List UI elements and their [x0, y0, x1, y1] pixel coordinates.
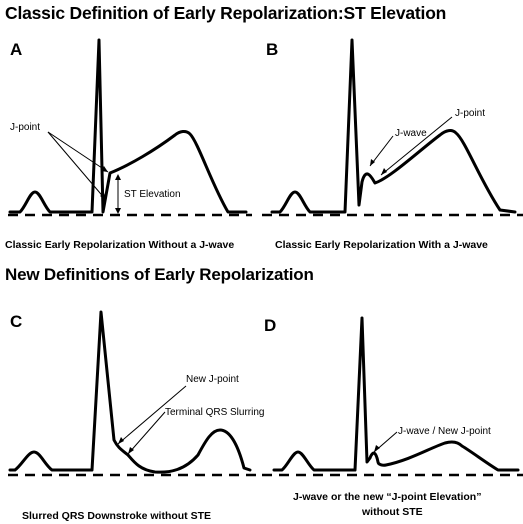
new-jpoint-arrowhead-c	[118, 437, 124, 444]
caption-a: Classic Early Repolarization Without a J…	[5, 239, 235, 251]
slurring-arrowhead-c	[128, 447, 134, 454]
panel-d-letter: D	[264, 316, 277, 335]
st-arrowhead-top	[115, 174, 121, 180]
jpoint-arrow-b	[380, 116, 453, 176]
ecg-trace-a	[8, 38, 248, 214]
jpoint-label-b: J-point	[455, 108, 485, 119]
new-definitions-heading: New Definitions of Early Repolarization	[5, 265, 314, 284]
jwave-arrow-b	[369, 135, 394, 167]
ecg-trace-b	[270, 38, 517, 214]
slurring-arrow-c	[127, 411, 166, 455]
slurring-label-c: Terminal QRS Slurring	[165, 407, 264, 418]
ecg-trace-c	[8, 310, 252, 474]
jwave-label-b: J-wave	[395, 128, 427, 139]
jwave-arrowhead-b	[370, 159, 375, 166]
jwave-label-d: J-wave / New J-point	[398, 426, 491, 437]
panel-b-letter: B	[266, 40, 279, 59]
st-elevation-label: ST Elevation	[124, 189, 181, 200]
caption-b: Classic Early Repolarization With a J-wa…	[275, 239, 488, 251]
jpoint-arrow-a	[47, 131, 109, 173]
jpoint-arrowhead-b	[381, 168, 387, 175]
panel-c-letter: C	[10, 312, 23, 331]
new-jpoint-label-c: New J-point	[186, 374, 239, 385]
caption-c: Slurred QRS Downstroke without STE	[22, 510, 212, 522]
jpoint-label-a: J-point	[10, 122, 40, 133]
jpoint-arrowhead-a	[101, 166, 108, 172]
caption-d-line2: without STE	[362, 506, 423, 518]
jwave-arrowhead-d	[374, 445, 380, 452]
new-jpoint-arrow-c	[117, 385, 187, 445]
st-arrowhead-bottom	[115, 208, 121, 214]
panel-a-letter: A	[10, 40, 23, 59]
classic-definition-heading: Classic Definition of Early Repolarizati…	[5, 3, 447, 23]
caption-d-line1: J-wave or the new “J-point Elevation”	[293, 491, 482, 503]
jpoint-arrowhead-a-2	[100, 193, 106, 200]
ecg-trace-d	[272, 316, 520, 472]
jpoint-arrow-a-2	[47, 131, 107, 201]
